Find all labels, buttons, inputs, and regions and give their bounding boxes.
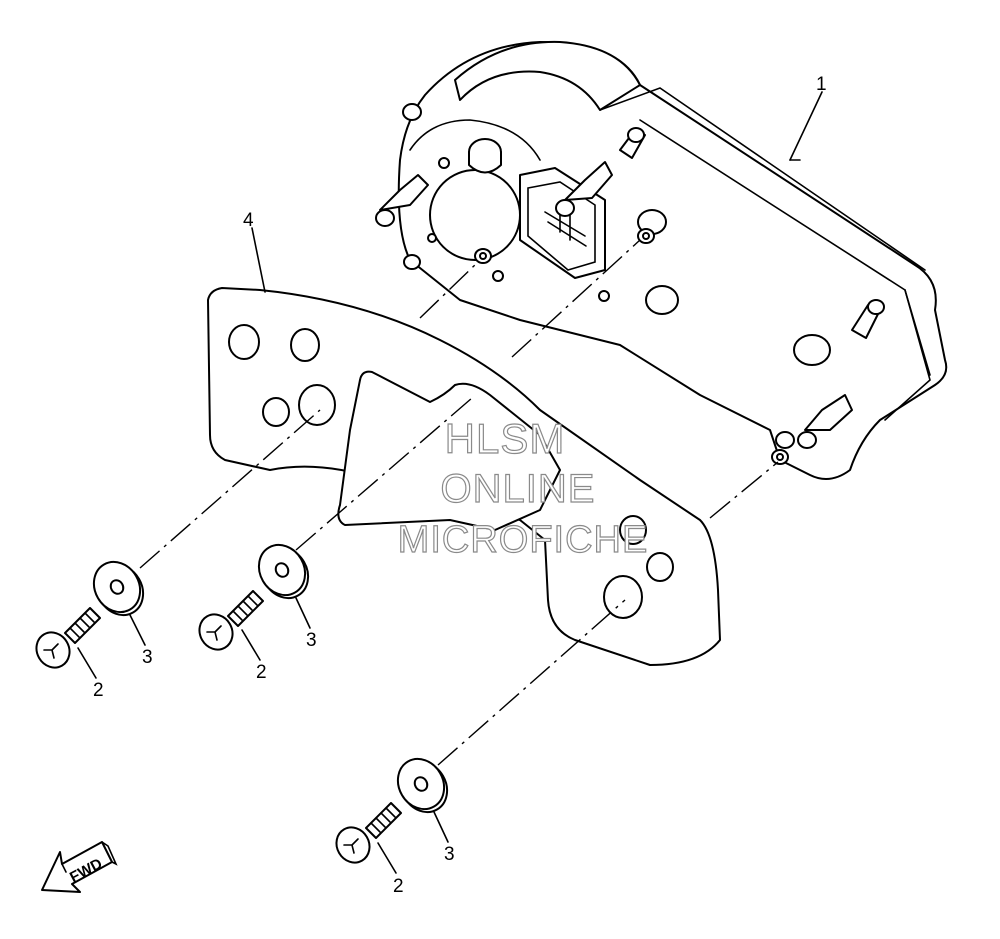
leader-part-2-c <box>377 842 397 874</box>
center-lines <box>139 239 779 766</box>
leader-part-3-a <box>129 614 146 646</box>
leader-part-1 <box>789 91 823 161</box>
leader-part-3-c <box>433 811 449 843</box>
hardware-group-left <box>35 560 145 669</box>
hardware-group-bottom <box>335 757 449 864</box>
callout-part-3-b: 3 <box>306 630 317 651</box>
hardware-group-middle <box>198 543 310 651</box>
callout-part-3-c: 3 <box>444 844 455 865</box>
callout-part-2-a: 2 <box>93 680 104 701</box>
leader-part-4 <box>251 227 266 293</box>
meter-assembly <box>375 40 948 480</box>
callout-part-1: 1 <box>816 74 827 95</box>
panel-bracket <box>207 287 721 666</box>
watermark-line-2: ONLINE <box>441 467 596 511</box>
leader-part-2-b <box>241 629 261 661</box>
watermark-line-1: HLSM <box>445 415 566 462</box>
callout-part-4: 4 <box>243 210 254 231</box>
watermark: HLSM ONLINE MICROFICHE <box>397 414 649 561</box>
leader-part-2-a <box>77 647 97 679</box>
callout-part-2-c: 2 <box>393 876 404 897</box>
watermark-line-3: MICROFICHE <box>398 519 649 561</box>
forward-direction-arrow: FWD <box>41 841 118 893</box>
callout-part-2-b: 2 <box>256 662 267 683</box>
leader-part-3-b <box>295 597 311 629</box>
callout-part-3-a: 3 <box>142 647 153 668</box>
